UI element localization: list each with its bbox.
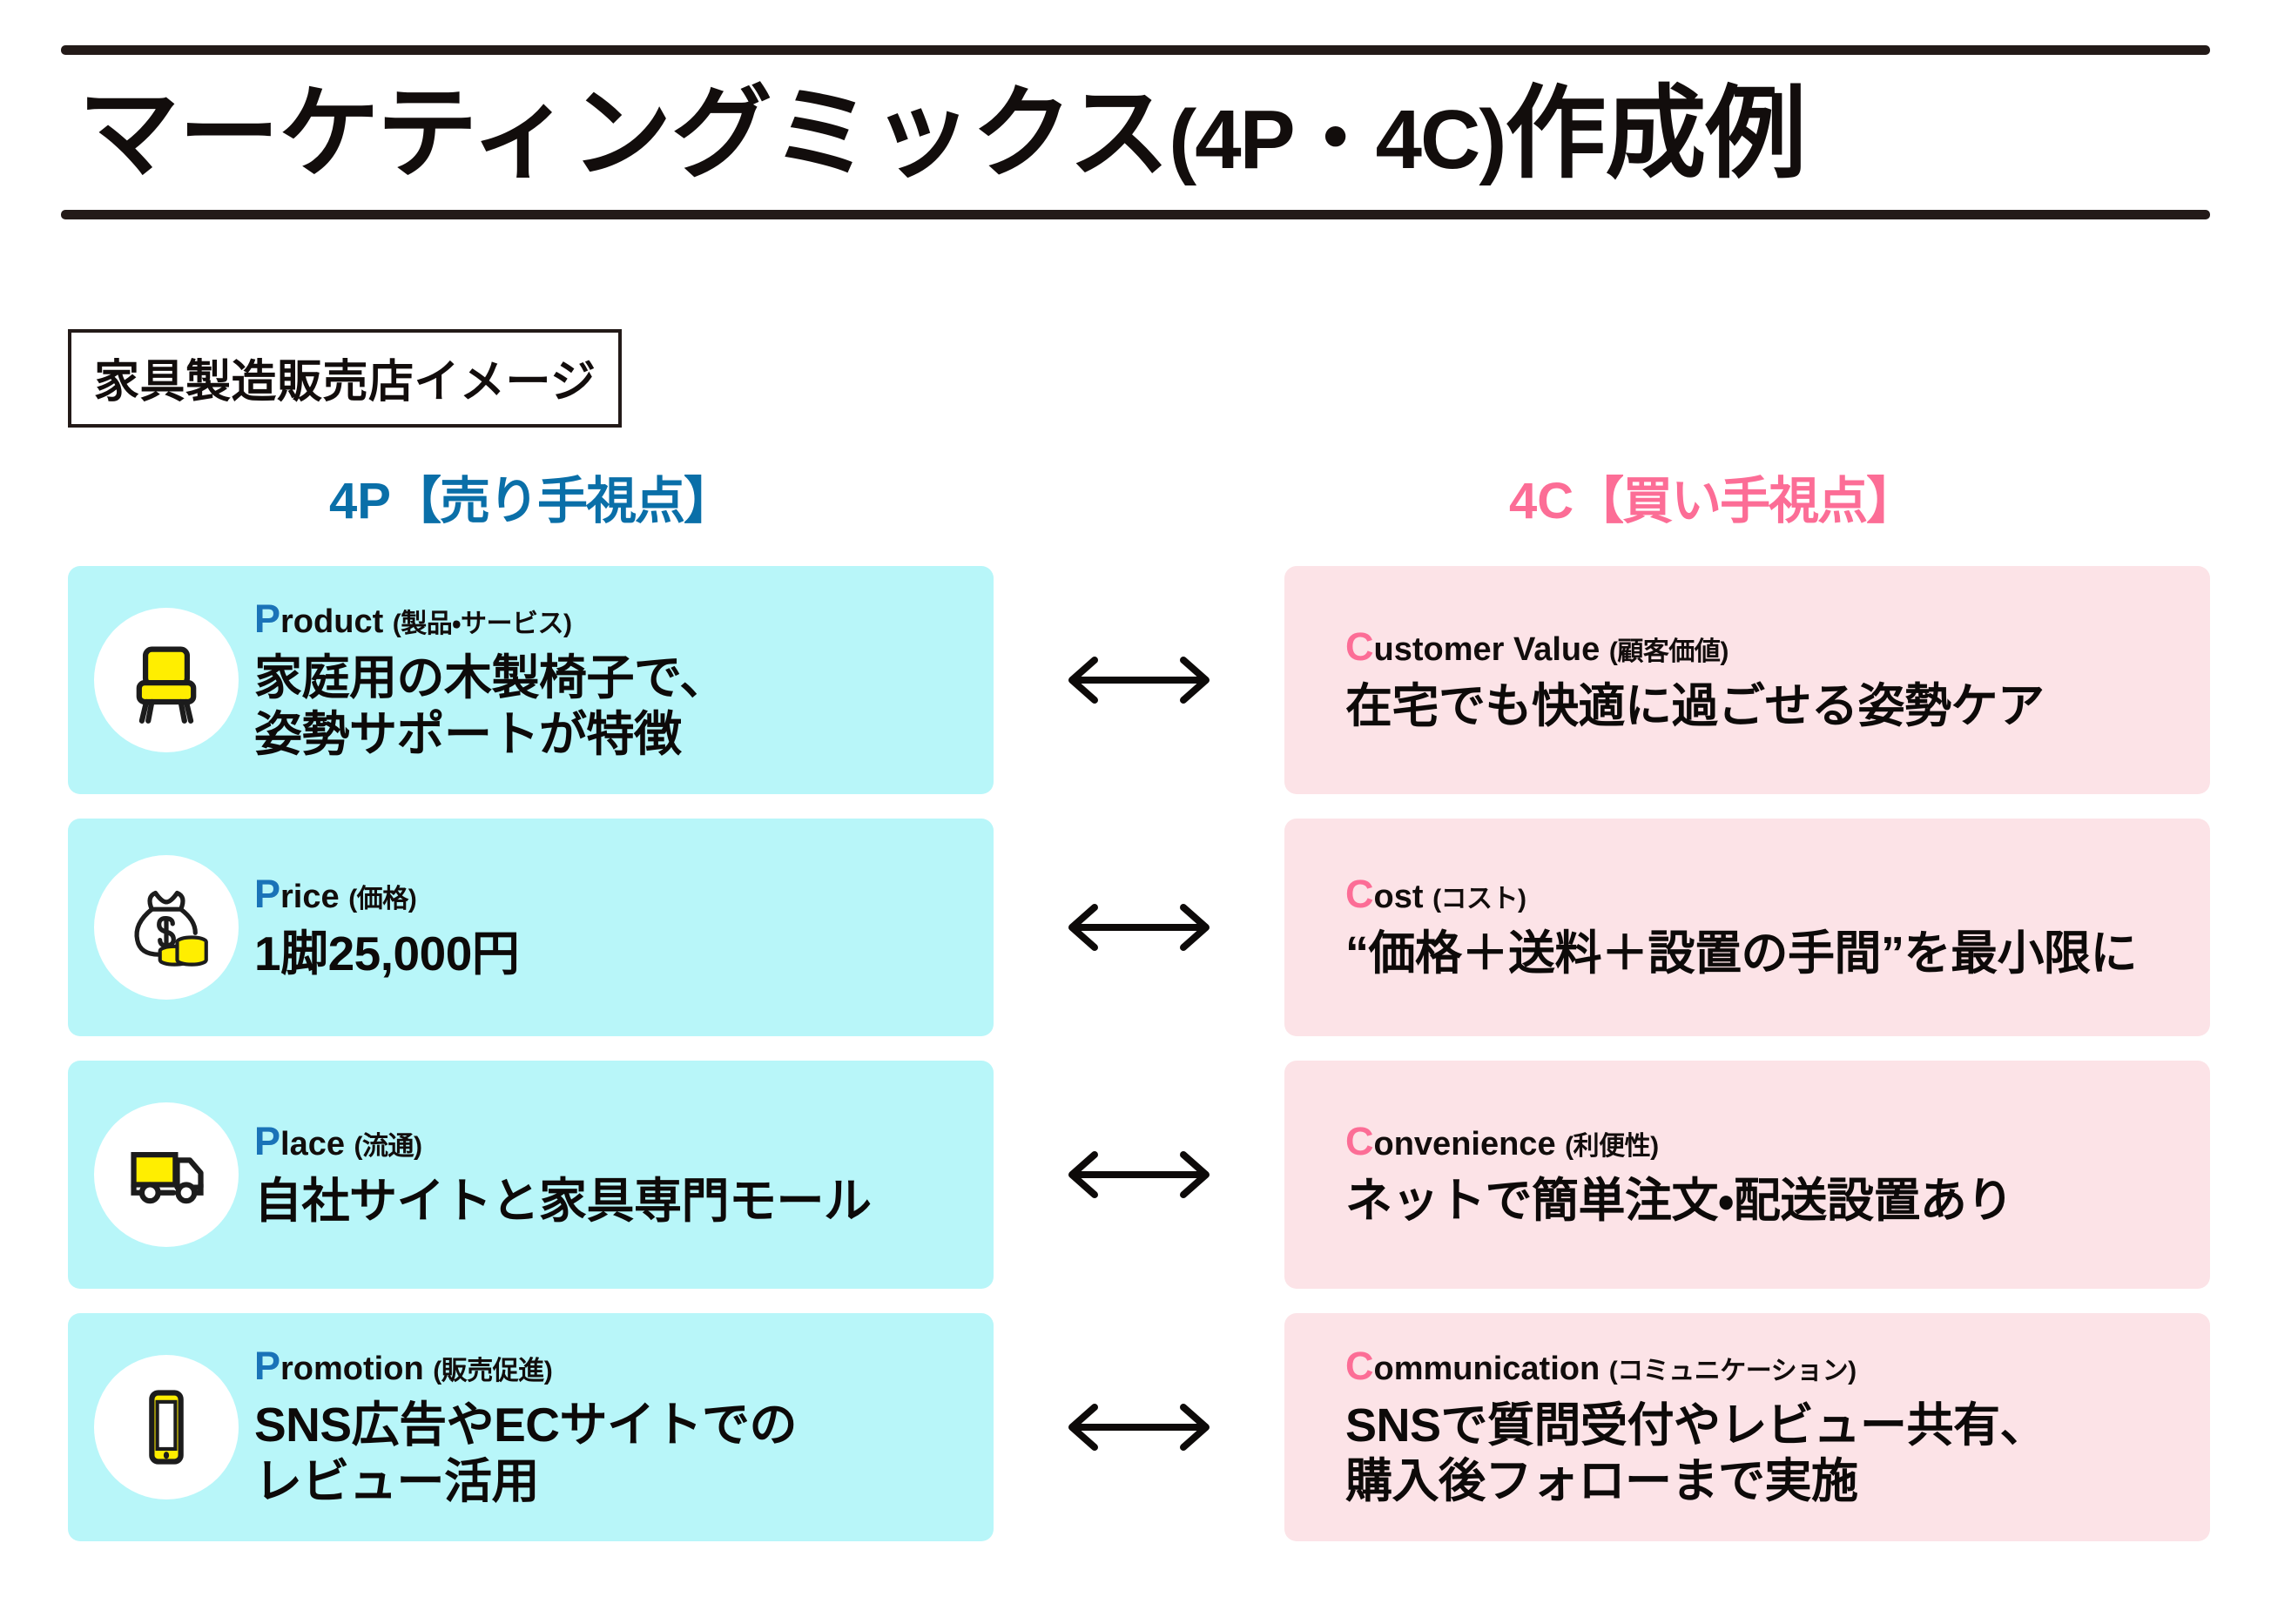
term-rest: ustomer Value xyxy=(1373,630,1600,668)
panel-4c-communication[interactable]: Communication (コミュニケーション) SNSで質問受付やレビュー共… xyxy=(1284,1313,2210,1541)
term-rest: ost xyxy=(1373,878,1424,915)
double-headed-arrow-icon xyxy=(994,819,1284,1036)
panel-eyebrow: Product (製品・サービス) xyxy=(254,596,971,641)
panel-body-line: SNS広告やECサイトでの xyxy=(254,1398,798,1452)
term-rest: onvenience xyxy=(1373,1125,1556,1162)
panel-body-line: 購入後フォローまで実施 xyxy=(1345,1455,1858,1508)
term-jp: (販売促進) xyxy=(433,1356,553,1385)
scenario-label: 家具製造販売店イメージ xyxy=(68,329,623,428)
panel-eyebrow: Customer Value (顧客価値) xyxy=(1345,623,2180,669)
term-rest: lace xyxy=(280,1126,345,1163)
term-rest: ommunication xyxy=(1373,1351,1600,1388)
panel-text: Promotion (販売促進) SNS広告やECサイトでの レビュー活用 xyxy=(254,1344,971,1510)
panel-body-line: 自社サイトと家具専門モール xyxy=(254,1173,872,1228)
panel-text: Place (流通) 自社サイトと家具専門モール xyxy=(254,1120,971,1229)
panel-body-line: ネットで簡単注文・配送設置あり xyxy=(1345,1175,2013,1228)
delivery-truck-icon xyxy=(94,1102,239,1247)
term-initial: P xyxy=(254,1119,281,1164)
panel-body-line: SNSで質問受付やレビュー共有、 xyxy=(1345,1399,2047,1452)
column-header-4p: 4P【売り手視点】 xyxy=(329,460,734,533)
panel-eyebrow: Promotion (販売促進) xyxy=(254,1344,971,1388)
term-initial: P xyxy=(254,872,281,917)
title-rule-top xyxy=(61,45,2210,55)
panel-body-line: 在宅でも快適に過ごせる姿勢ケア xyxy=(1345,680,2045,733)
panel-eyebrow: Convenience (利便性) xyxy=(1345,1118,2180,1163)
panel-text: Price (価格) 1脚25,000円 xyxy=(254,873,971,981)
term-initial: C xyxy=(1345,623,1374,669)
panel-4c-cost[interactable]: Cost (コスト) “価格＋送料＋設置の手間”を最小限に xyxy=(1284,819,2210,1036)
panel-eyebrow: Cost (コスト) xyxy=(1345,871,2180,916)
title-block: マーケティングミックス(4P・4C)作成例 xyxy=(61,45,2210,220)
double-headed-arrow-icon xyxy=(994,1061,1284,1289)
table-row: Price (価格) 1脚25,000円 Cost (コスト) “価格＋送料＋設… xyxy=(68,819,2210,1036)
term-initial: C xyxy=(1345,871,1374,916)
smartphone-icon xyxy=(94,1355,239,1499)
panel-4p-price[interactable]: Price (価格) 1脚25,000円 xyxy=(68,819,994,1036)
term-jp: (利便性) xyxy=(1565,1131,1659,1161)
term-jp: (コスト) xyxy=(1432,884,1526,913)
panel-body-line: レビュー活用 xyxy=(254,1454,540,1509)
term-jp: (顧客価値) xyxy=(1608,637,1729,666)
panel-text: Convenience (利便性) ネットで簡単注文・配送設置あり xyxy=(1345,1118,2180,1230)
panel-4c-convenience[interactable]: Convenience (利便性) ネットで簡単注文・配送設置あり xyxy=(1284,1061,2210,1289)
panel-4p-product[interactable]: Product (製品・サービス) 家庭用の木製椅子で、 姿勢サポートが特徴 xyxy=(68,566,994,794)
term-jp: (流通) xyxy=(354,1132,422,1162)
column-header-4c-code: 4C xyxy=(1509,473,1574,529)
term-initial: C xyxy=(1345,1118,1374,1163)
column-header-4p-bracket: 【売り手視点】 xyxy=(390,473,734,529)
panel-text: Customer Value (顧客価値) 在宅でも快適に過ごせる姿勢ケア xyxy=(1345,623,2180,735)
panel-body-line: 家庭用の木製椅子で、 xyxy=(254,650,727,705)
panel-text: Cost (コスト) “価格＋送料＋設置の手間”を最小限に xyxy=(1345,871,2180,982)
chair-icon xyxy=(94,608,239,752)
panel-4c-customer-value[interactable]: Customer Value (顧客価値) 在宅でも快適に過ごせる姿勢ケア xyxy=(1284,566,2210,794)
term-jp: (コミュニケーション) xyxy=(1608,1357,1857,1386)
column-header-4p-code: 4P xyxy=(329,473,391,529)
term-initial: C xyxy=(1345,1344,1374,1389)
term-jp: (製品・サービス) xyxy=(392,609,572,638)
comparison-grid: Product (製品・サービス) 家庭用の木製椅子で、 姿勢サポートが特徴 C… xyxy=(68,566,2210,1541)
term-initial: P xyxy=(254,596,281,641)
table-row: Promotion (販売促進) SNS広告やECサイトでの レビュー活用 Co… xyxy=(68,1313,2210,1541)
page-title-paren: (4P・4C) xyxy=(1169,93,1506,186)
panel-text: Product (製品・サービス) 家庭用の木製椅子で、 姿勢サポートが特徴 xyxy=(254,596,971,763)
title-rule-bottom xyxy=(61,210,2210,220)
panel-body-line: 1脚25,000円 xyxy=(254,926,520,980)
term-jp: (価格) xyxy=(348,885,417,914)
page-title-main: マーケティングミックス xyxy=(78,77,1169,190)
table-row: Product (製品・サービス) 家庭用の木製椅子で、 姿勢サポートが特徴 C… xyxy=(68,566,2210,794)
term-initial: P xyxy=(254,1343,281,1388)
page-title-tail: 作成例 xyxy=(1505,77,1806,190)
table-row: Place (流通) 自社サイトと家具専門モール Convenience (利便… xyxy=(68,1061,2210,1289)
panel-4p-promotion[interactable]: Promotion (販売促進) SNS広告やECサイトでの レビュー活用 xyxy=(68,1313,994,1541)
column-header-4c-bracket: 【買い手視点】 xyxy=(1574,473,1917,529)
term-rest: rice xyxy=(280,879,340,916)
money-bag-icon xyxy=(94,855,239,1000)
column-header-4c: 4C【買い手視点】 xyxy=(1509,460,1917,533)
double-headed-arrow-icon xyxy=(994,566,1284,794)
panel-text: Communication (コミュニケーション) SNSで質問受付やレビュー共… xyxy=(1345,1344,2180,1510)
panel-body-line: “価格＋送料＋設置の手間”を最小限に xyxy=(1345,927,2138,980)
page-title: マーケティングミックス(4P・4C)作成例 xyxy=(61,55,2210,210)
term-rest: roduct xyxy=(280,603,384,640)
panel-eyebrow: Price (価格) xyxy=(254,873,971,916)
panel-eyebrow: Communication (コミュニケーション) xyxy=(1345,1344,2180,1388)
panel-body-line: 姿勢サポートが特徴 xyxy=(254,707,682,762)
double-headed-arrow-icon xyxy=(994,1313,1284,1541)
panel-4p-place[interactable]: Place (流通) 自社サイトと家具専門モール xyxy=(68,1061,994,1289)
term-rest: romotion xyxy=(280,1350,424,1387)
panel-eyebrow: Place (流通) xyxy=(254,1120,971,1163)
